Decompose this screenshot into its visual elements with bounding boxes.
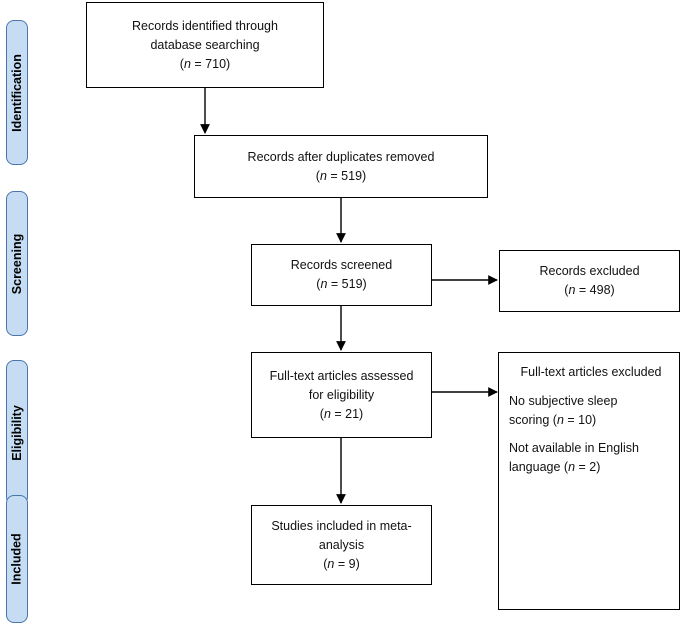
exclusion-reason-1-line1: No subjective sleep	[509, 394, 618, 408]
fulltext-assessed-line1: Full-text articles assessed	[269, 368, 414, 383]
phase-screening: Screening	[6, 191, 28, 336]
duplicates-removed-line1: Records after duplicates removed	[247, 149, 435, 164]
phase-identification: Identification	[6, 20, 28, 165]
studies-included-count: (n = 9)	[323, 556, 360, 571]
box-fulltext-excluded: Full-text articles excluded No subjectiv…	[498, 352, 680, 610]
fulltext-excluded-heading: Full-text articles excluded	[520, 365, 662, 379]
records-excluded-count: (n = 498)	[564, 283, 615, 297]
records-identified-count: (n = 710)	[179, 56, 231, 71]
records-identified-line1: Records identified through	[132, 18, 278, 33]
studies-included-line1: Studies included in meta-	[271, 518, 412, 533]
exclusion-reason-no-sleep-scoring: No subjective sleep scoring (n = 10)	[509, 392, 673, 430]
exclusion-reason-2-line1: Not available in English	[509, 441, 639, 455]
exclusion-reason-1-line2: scoring (n = 10)	[509, 413, 597, 427]
records-screened-count: (n = 519)	[316, 277, 367, 291]
box-records-excluded: Records excluded (n = 498)	[499, 250, 680, 312]
phase-included: Included	[6, 495, 28, 623]
fulltext-assessed-line2: for eligibility	[308, 387, 375, 402]
box-fulltext-assessed: Full-text articles assessed for eligibil…	[251, 352, 432, 438]
box-duplicates-removed: Records after duplicates removed (n = 51…	[194, 135, 488, 198]
records-excluded-line1: Records excluded	[539, 264, 640, 278]
box-records-screened: Records screened (n = 519)	[251, 244, 432, 306]
box-records-identified: Records identified through database sear…	[86, 2, 324, 88]
duplicates-removed-count: (n = 519)	[315, 168, 367, 183]
records-identified-line2: database searching	[150, 37, 260, 52]
box-studies-included: Studies included in meta- analysis (n = …	[251, 505, 432, 585]
fulltext-assessed-count: (n = 21)	[319, 406, 364, 421]
exclusion-reason-2-line2: language (n = 2)	[509, 460, 601, 474]
exclusion-reason-not-english: Not available in English language (n = 2…	[509, 439, 673, 477]
studies-included-line2: analysis	[318, 537, 365, 552]
records-screened-line1: Records screened	[290, 258, 393, 272]
